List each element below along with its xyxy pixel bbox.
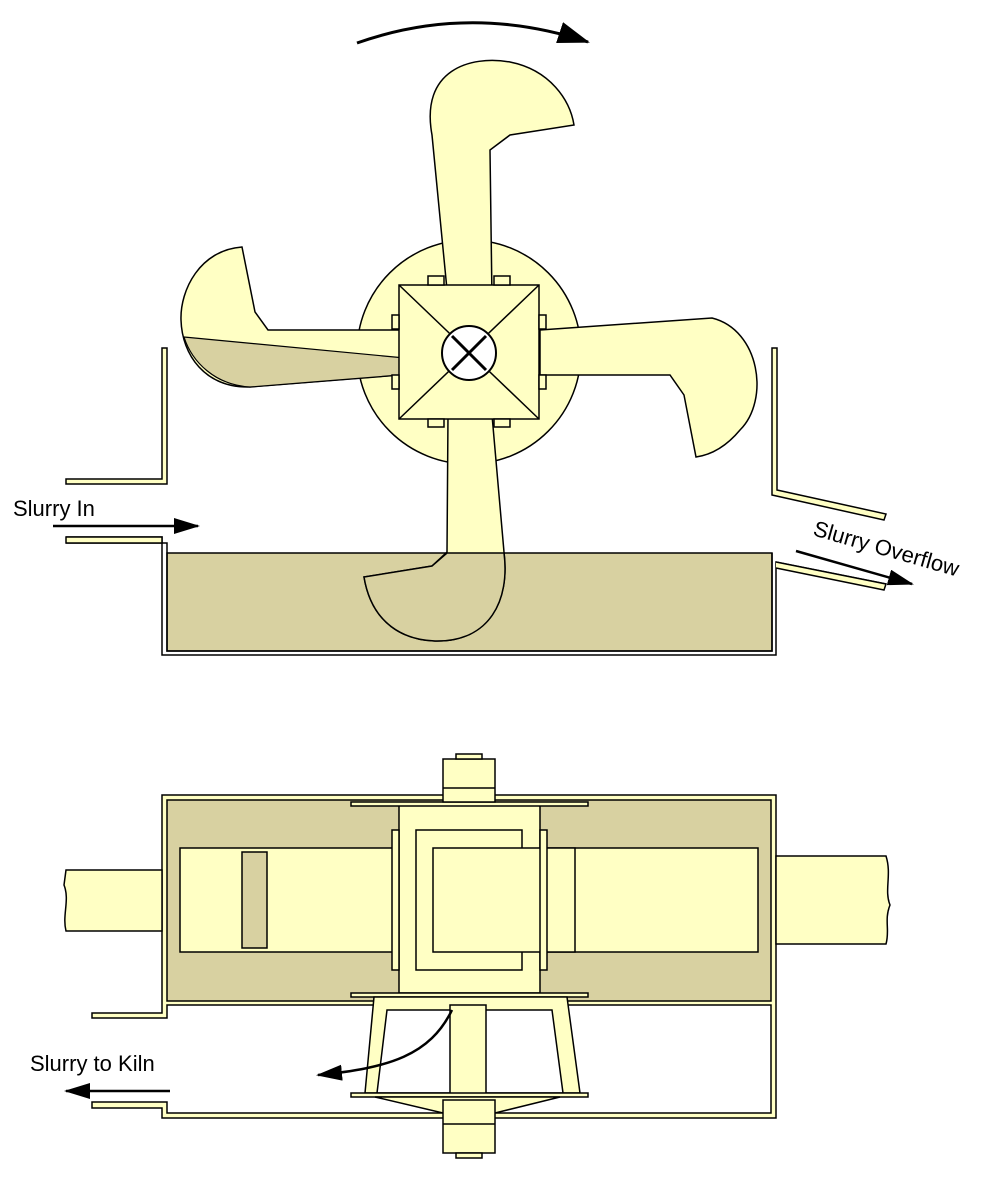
bottom-bearing [442,1099,496,1154]
plan-paddle-right [539,847,759,953]
discharge-flow-arrow [316,1009,454,1081]
paddle-right [539,317,758,458]
plan-paddle-left [179,847,401,953]
plan-view [63,753,891,1159]
slurry-on-paddle-left [183,336,451,388]
side-view: Slurry In Slurry Overflow [13,21,963,656]
inlet-wall [65,347,168,485]
top-bearing [442,758,496,803]
slurry-overflow-arrow [795,549,914,586]
shaft-left [63,869,163,932]
slurry-overflow-label: Slurry Overflow [811,516,963,582]
slurry-to-kiln-label: Slurry to Kiln [30,1051,155,1076]
paddle-top [429,59,575,301]
slurry-in-label: Slurry In [13,496,95,521]
overflow-wall [771,347,887,521]
axle [441,325,497,381]
slurry-on-paddle-bottom [363,552,506,642]
rotation-arrow [356,21,590,45]
shaft-right [775,855,891,945]
plan-paddle-left-tip [241,851,268,949]
